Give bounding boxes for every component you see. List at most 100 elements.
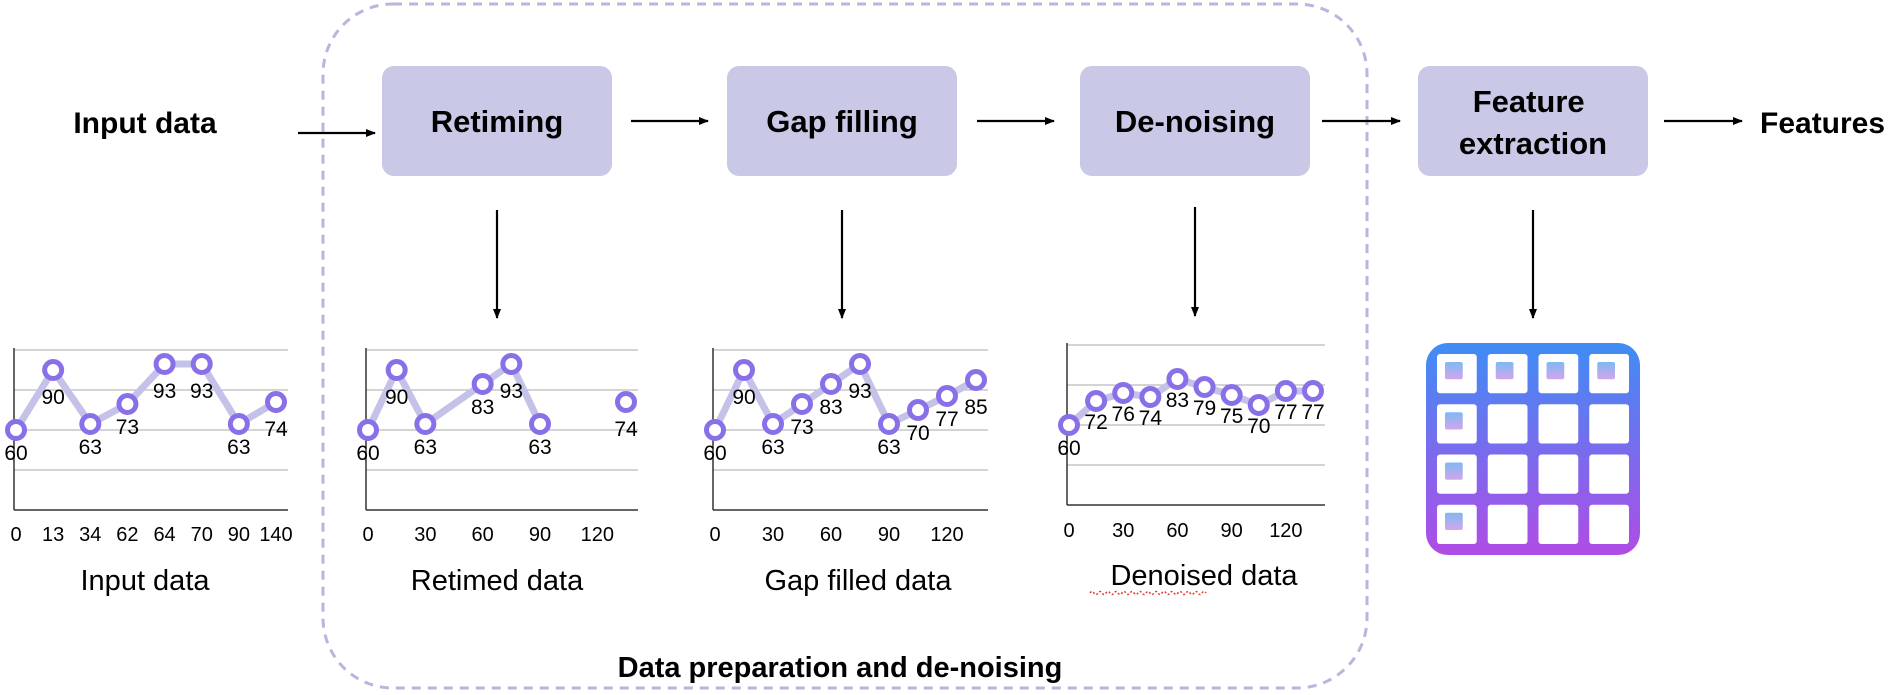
icon-cell-mark (1445, 362, 1463, 380)
point-label: 90 (41, 386, 64, 409)
tick-label: 90 (878, 524, 900, 546)
icon-cells (1437, 354, 1629, 544)
point-label: 76 (1112, 403, 1135, 426)
data-point (500, 353, 523, 375)
tick-label: 13 (42, 524, 64, 546)
data-point (704, 419, 726, 441)
point-label: 72 (1084, 411, 1107, 434)
input-label: Input data (73, 107, 217, 140)
data-point (1139, 386, 1162, 408)
tick-label: 0 (10, 524, 21, 546)
group-title: Data preparation and de-noising (618, 652, 1063, 684)
tick-label: 60 (820, 524, 842, 546)
data-point (615, 391, 637, 413)
icon-cell (1589, 504, 1629, 544)
stage-label: Gap filling (766, 104, 918, 139)
point-label: 63 (877, 436, 900, 459)
data-point (733, 359, 755, 381)
stage-label-line: Feature (1473, 84, 1585, 119)
data-point (1247, 394, 1270, 416)
tick-label: 60 (1166, 520, 1188, 542)
icon-cell (1487, 404, 1528, 444)
icon-cell (1589, 404, 1629, 444)
data-point (762, 413, 784, 435)
data-point (265, 391, 287, 413)
data-point (791, 393, 813, 415)
icon-cell (1538, 454, 1579, 494)
point-label: 75 (1220, 405, 1243, 428)
data-point (42, 359, 65, 381)
data-point (878, 413, 900, 435)
data-point (5, 419, 27, 441)
caption-gap-filled-data: Gap filled data (764, 565, 952, 597)
stage-gap-filling: Gap filling (727, 66, 957, 176)
icon-cell-mark (1445, 412, 1463, 430)
data-point (1274, 380, 1297, 402)
tick-label: 120 (1269, 520, 1302, 542)
point-label: 63 (414, 436, 437, 459)
point-label: 63 (227, 436, 250, 459)
icon-cell (1487, 454, 1528, 494)
tick-label: 90 (529, 524, 551, 546)
point-label: 93 (500, 380, 523, 403)
point-label: 83 (1166, 389, 1189, 412)
stage-label: Retiming (431, 104, 564, 139)
icon-cell (1589, 454, 1629, 494)
data-point (1193, 376, 1216, 398)
point-label: 93 (190, 380, 213, 403)
stage-de-noising: De-noising (1080, 66, 1310, 176)
point-label: 74 (264, 418, 288, 441)
tick-label: 140 (259, 524, 292, 546)
data-point (1112, 382, 1135, 404)
tick-label: 90 (228, 524, 250, 546)
data-point (190, 353, 213, 375)
point-label: 70 (906, 422, 929, 445)
point-label: 70 (1247, 415, 1270, 438)
tick-label: 70 (191, 524, 213, 546)
point-label: 63 (528, 436, 551, 459)
tick-label: 30 (1112, 520, 1134, 542)
icon-cell-mark (1445, 512, 1463, 530)
point-label: 60 (703, 442, 726, 465)
icon-frame (1426, 343, 1640, 555)
point-label: 63 (761, 436, 784, 459)
point-label: 60 (4, 442, 27, 465)
point-label: 73 (116, 416, 139, 439)
data-point (1085, 390, 1108, 412)
tick-label: 30 (414, 524, 436, 546)
data-point (385, 359, 408, 381)
point-label: 85 (964, 396, 987, 419)
stage-label: De-noising (1115, 104, 1275, 139)
stage-retiming: Retiming (382, 66, 612, 176)
caption-denoised-data: Denoised data (1110, 560, 1298, 592)
stage-box (727, 66, 957, 176)
point-label: 63 (79, 436, 102, 459)
point-label: 83 (471, 396, 494, 419)
data-point (414, 413, 437, 435)
icon-cell-mark (1597, 362, 1615, 380)
stage-label-line: extraction (1459, 126, 1607, 161)
icon-cell (1538, 404, 1579, 444)
data-point (1166, 368, 1189, 390)
data-point (849, 353, 871, 375)
stage-label-line: Gap filling (766, 104, 918, 139)
point-label: 74 (614, 418, 638, 441)
point-label: 93 (153, 380, 176, 403)
stage-feature-extraction: Feature extraction (1418, 66, 1648, 176)
data-point (907, 399, 929, 421)
data-point (1302, 380, 1324, 402)
tick-label: 30 (762, 524, 784, 546)
point-label: 77 (935, 408, 958, 431)
point-label: 79 (1193, 397, 1216, 420)
data-point (936, 385, 958, 407)
point-label: 73 (790, 416, 813, 439)
point-label: 83 (819, 396, 842, 419)
data-point (1058, 414, 1080, 436)
down-arrows (493, 207, 1537, 319)
data-point (529, 413, 551, 435)
point-label: 77 (1301, 401, 1324, 424)
point-label: 90 (385, 386, 408, 409)
tick-label: 0 (1063, 520, 1074, 542)
